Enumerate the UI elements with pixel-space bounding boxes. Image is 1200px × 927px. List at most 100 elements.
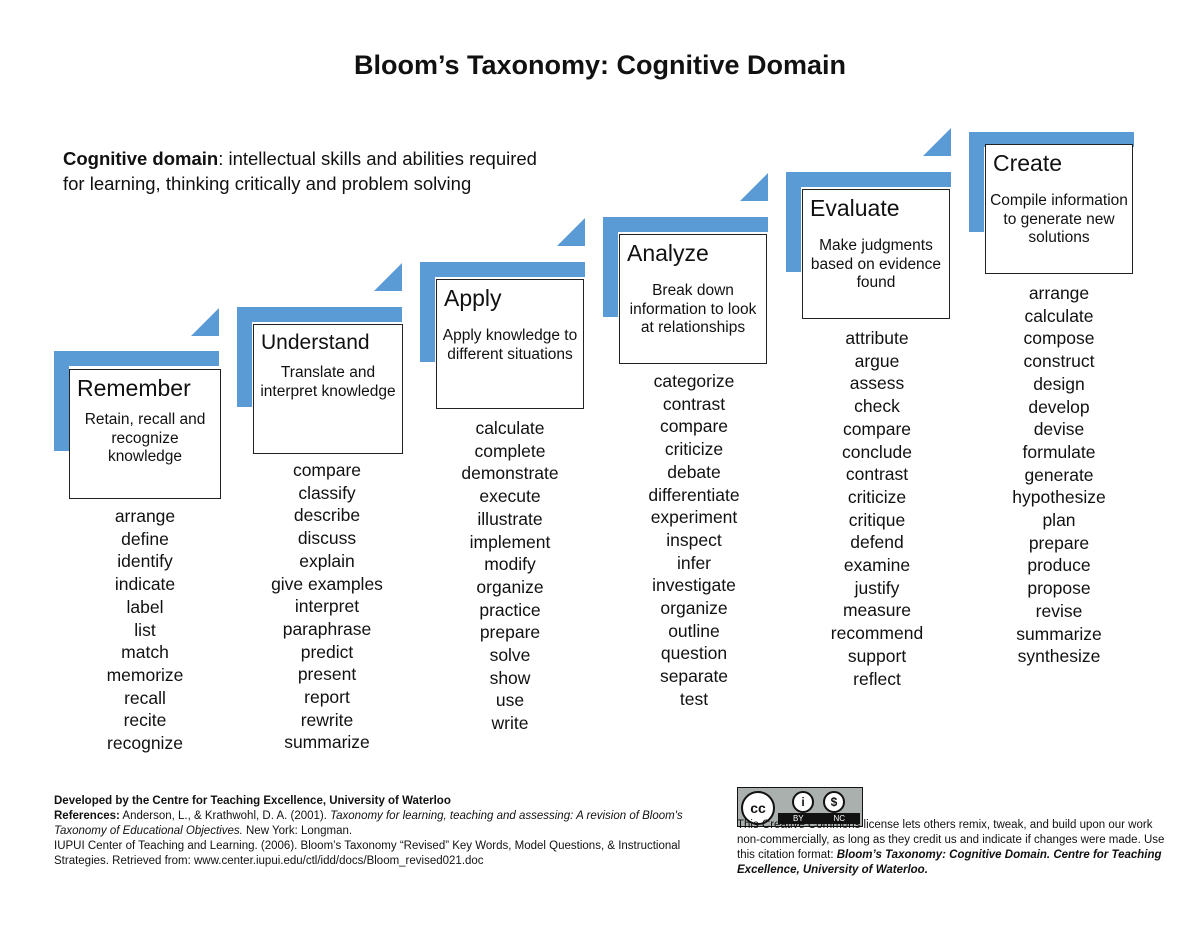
verb-item: organize [476,576,544,597]
level-name: Analyze [627,240,709,266]
verb-item: implement [469,531,551,552]
stair-arrow-3 [557,218,585,246]
level-description: Apply knowledge to different situations [442,327,578,363]
license-text: This Creative Commons license lets other… [737,819,1165,861]
verb-item: inspect [666,529,722,550]
verb-item: support [847,645,907,666]
verb-item: check [854,396,900,417]
stair-step-1 [54,351,219,366]
noncommercial-icon: $ [823,791,845,813]
reference-1-title: Taxonomy for learning, teaching and asse… [54,810,683,837]
stair-riser-4 [603,217,618,317]
level-description: Compile information to generate new solu… [990,192,1128,246]
reference-2: IUPUI Center of Teaching and Learning. (… [54,840,681,867]
verb-item: examine [843,555,911,576]
verb-item: arrange [1028,283,1090,303]
reference-1-publisher: New York: Longman. [242,825,353,837]
level-name: Understand [261,331,370,354]
verb-item: list [134,619,156,640]
verb-item: recall [124,687,166,708]
verb-item: generate [1024,464,1094,485]
level-name: Create [993,150,1063,176]
verb-item: indicate [114,574,176,595]
cc-strip: BY NC [778,813,860,824]
level-name: Evaluate [810,195,900,221]
verb-item: reflect [853,668,901,689]
verb-item: outline [668,620,720,641]
verb-item: classify [298,482,356,503]
verb-item: recite [123,710,167,731]
verb-item: construct [1023,351,1095,372]
level-name: Apply [444,285,502,311]
level-box-analyze: Analyze Break down information to look a… [619,234,767,364]
verb-item: demonstrate [461,463,559,484]
level-description: Break down information to look at relati… [629,282,757,336]
stair-arrow-4 [740,173,768,201]
verb-item: compose [1023,328,1095,349]
verb-item: use [495,690,525,711]
verb-item: compare [659,416,729,437]
verb-item: defend [850,532,904,553]
verb-item: categorize [653,371,735,391]
verb-item: describe [293,505,361,526]
stair-arrow-2 [374,263,402,291]
verb-item: calculate [1024,305,1094,326]
verb-item: experiment [650,507,738,528]
level-box-remember: Remember Retain, recall and recognize kn… [69,369,221,499]
verb-item: debate [667,461,721,482]
verb-item: present [297,664,357,685]
verb-item: contrast [845,464,909,485]
developed-by: Developed by the Centre for Teaching Exc… [54,795,451,807]
verb-item: rewrite [300,709,354,730]
verb-item: separate [659,666,729,687]
level-description: Make judgments based on evidence found [810,237,942,291]
level-box-evaluate: Evaluate Make judgments based on evidenc… [802,189,950,319]
verb-item: criticize [847,486,907,507]
verb-item: justify [854,577,900,598]
verb-item: solve [489,645,531,666]
verb-item: write [491,713,529,734]
verb-item: match [121,642,169,663]
verb-item: summarize [284,732,370,753]
verb-item: plan [1042,510,1076,531]
verb-item: execute [479,486,541,507]
verb-item: give examples [271,573,383,594]
stair-step-6 [969,132,1134,147]
stair-riser-3 [420,262,435,362]
verb-item: differentiate [648,484,740,505]
verb-item: report [304,687,350,708]
level-name: Remember [77,375,191,401]
stair-arrow-1 [191,308,219,336]
verb-item: compare [292,460,362,480]
verb-item: practice [479,599,541,620]
verb-item: synthesize [1017,646,1101,667]
intro-definition: Cognitive domain: intellectual skills an… [63,146,563,196]
verb-item: label [126,596,164,617]
verb-item: discuss [297,528,357,549]
verb-item: revise [1035,600,1083,621]
citation-format: Bloom’s Taxonomy: Cognitive Domain. Cent… [737,849,1162,876]
verb-item: recommend [830,623,924,644]
verb-item: compare [842,418,912,439]
stair-step-2 [237,307,402,322]
stair-arrow-5 [923,128,951,156]
stair-step-3 [420,262,585,277]
stair-riser-1 [54,351,69,451]
cc-by-label: BY [792,814,804,823]
verb-item: produce [1027,555,1091,576]
verb-item: criticize [664,439,724,460]
verb-item: prepare [479,622,541,643]
verb-item: explain [299,550,355,571]
intro-text: : intellectual skills and abilities requ… [63,148,537,194]
verb-item: develop [1028,396,1090,417]
verb-item: argue [854,350,900,371]
intro-term: Cognitive domain [63,148,219,169]
verb-item: define [121,528,169,549]
verb-item: infer [676,552,712,573]
stair-step-5 [786,172,951,187]
verb-item: summarize [1016,623,1102,644]
verb-item: assess [849,373,905,394]
